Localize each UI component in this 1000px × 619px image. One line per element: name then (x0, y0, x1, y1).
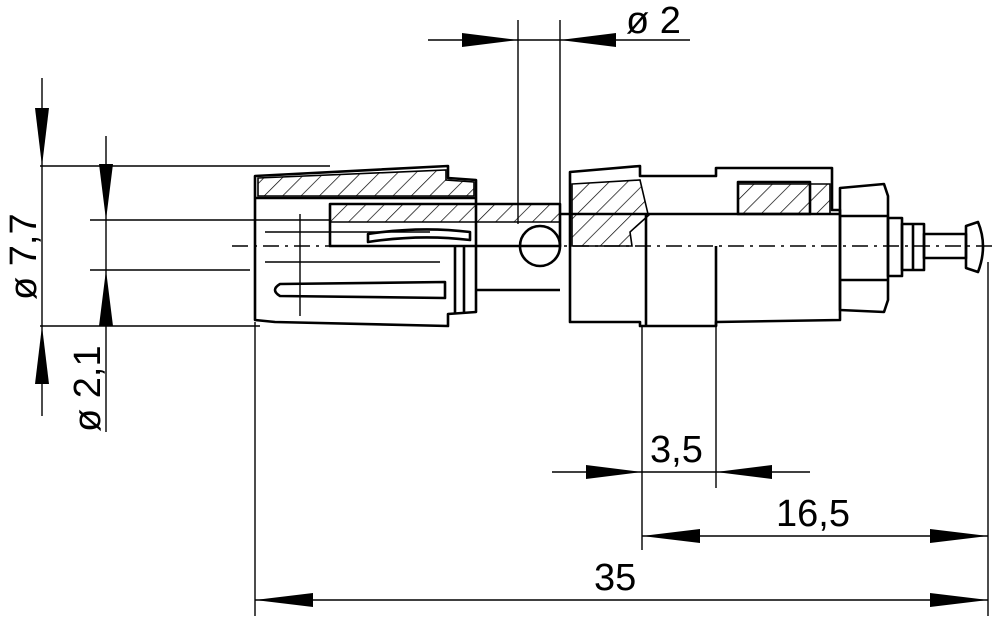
dim-len-35: 35 (255, 557, 988, 607)
dim-dia-7-7-label: ø 7,7 (3, 213, 45, 300)
dim-dia-2-1: ø 2,1 (67, 136, 113, 432)
dim-len-35-label: 35 (594, 557, 636, 599)
dim-dia-2: ø 2 (428, 0, 690, 47)
sleeve-finger-1 (273, 280, 447, 300)
extension-lines (40, 20, 989, 616)
dim-dia-7-7: ø 7,7 (3, 78, 49, 416)
contact-spring-body (328, 202, 562, 248)
dim-len-16-5-label: 16,5 (776, 493, 850, 535)
contact-spring-hatch (329, 203, 561, 223)
dim-dia-2-label: ø 2 (626, 0, 681, 42)
left-sleeve-hatch (257, 169, 475, 197)
hex-nut (838, 182, 890, 314)
left-sleeve-outline (253, 164, 478, 328)
dim-dia-2-1-label: ø 2,1 (67, 345, 109, 432)
sleeve-finger-2 (265, 214, 440, 316)
connector-body (253, 164, 985, 328)
dim-len-3-5: 3,5 (552, 429, 810, 479)
spring-slot (366, 228, 472, 244)
stud-collar (886, 216, 904, 278)
dim-len-16-5: 16,5 (642, 493, 988, 543)
dim-len-3-5-label: 3,5 (650, 429, 703, 471)
middle-body-hatch (571, 179, 831, 247)
stud-tip (964, 220, 985, 274)
